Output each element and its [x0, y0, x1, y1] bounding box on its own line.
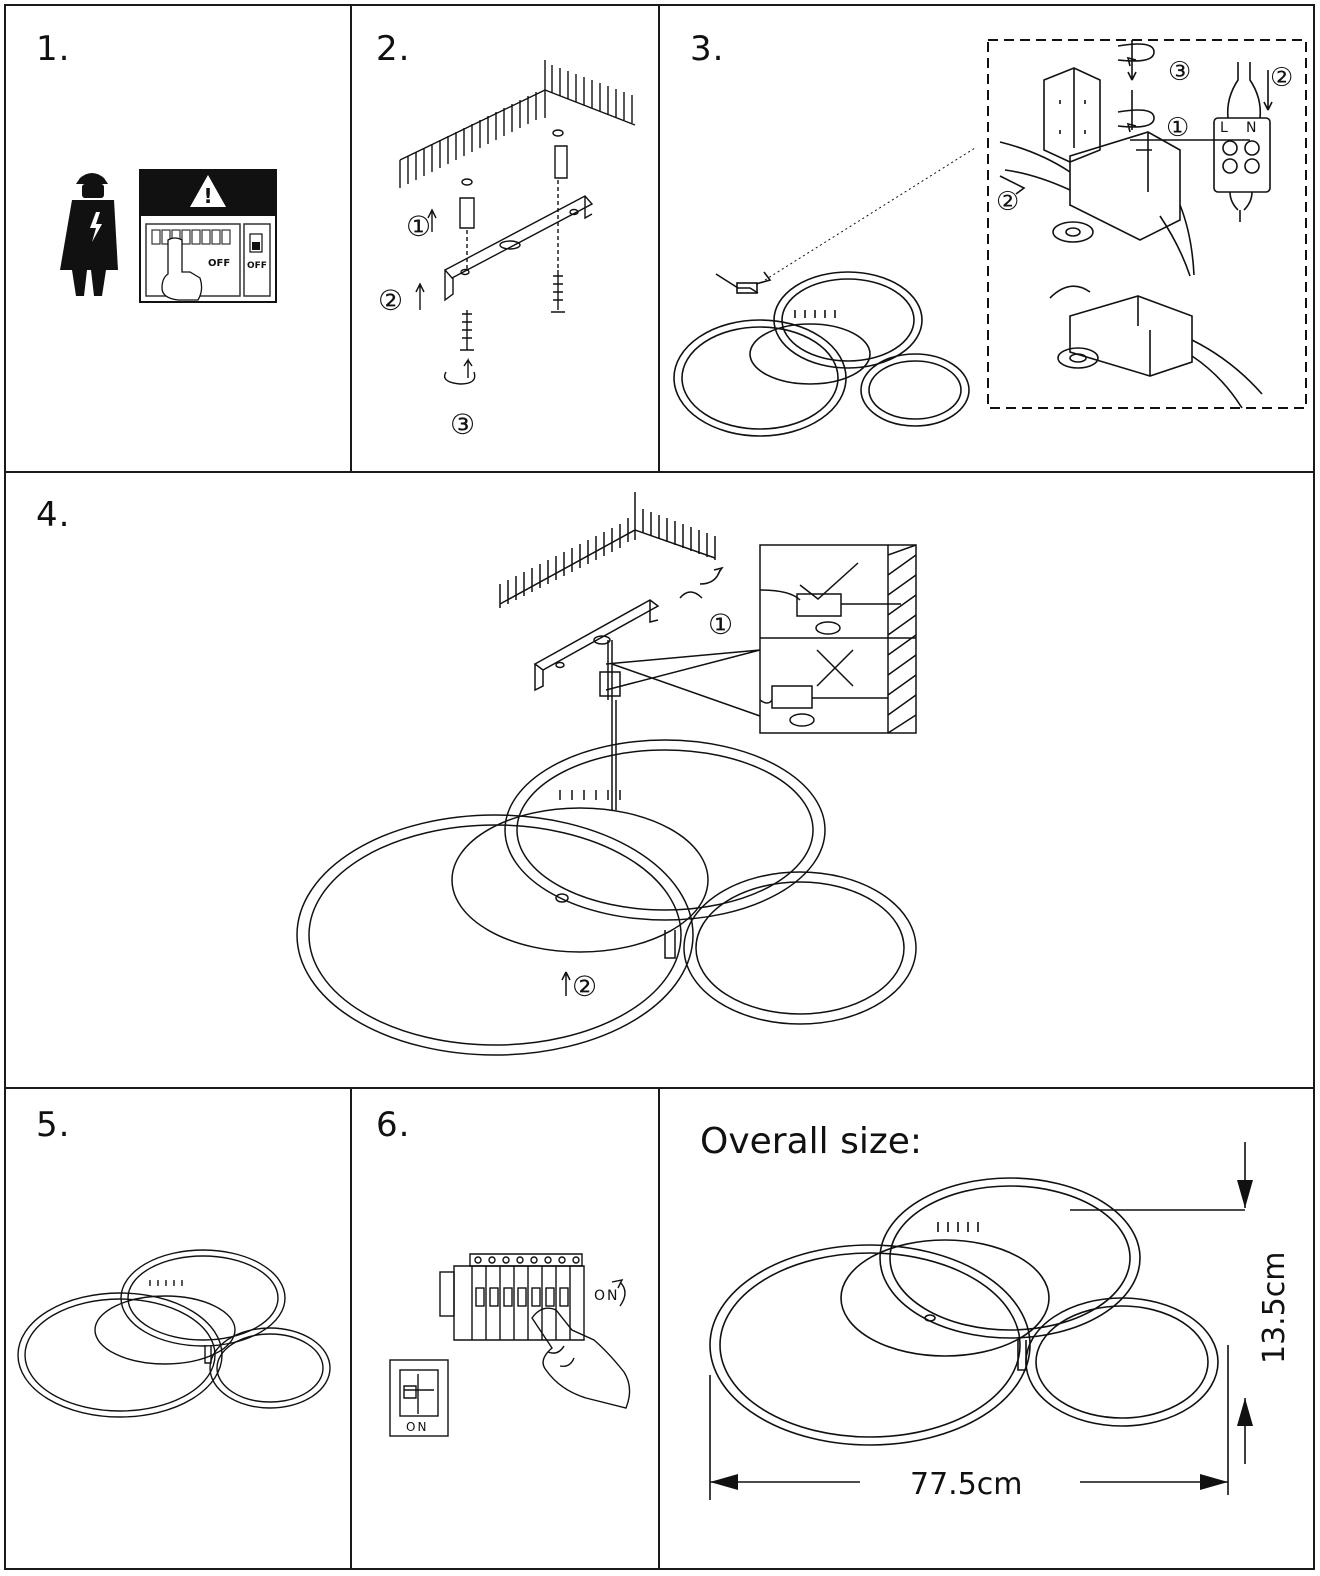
step-3-number: 3.	[690, 29, 725, 69]
step-6-number: 6.	[376, 1105, 411, 1145]
step4-marker-1: ①	[708, 608, 733, 641]
overall-size-title: Overall size:	[700, 1121, 923, 1162]
col-divider-bottom-2	[658, 1088, 660, 1570]
row-divider-1	[4, 471, 1315, 473]
switch-off-label: OFF	[247, 261, 267, 271]
overall-width-dimension: 77.5cm	[910, 1467, 1023, 1502]
breaker-on-label: ON	[594, 1288, 620, 1304]
step2-marker-3: ③	[450, 408, 475, 441]
step2-marker-2: ②	[378, 284, 403, 317]
step3-marker-1: ①	[1166, 113, 1189, 143]
step3-marker-3: ③	[1168, 57, 1191, 87]
step3-marker-2-cable: ②	[996, 187, 1019, 217]
step3-marker-2-terminal: ②	[1270, 63, 1293, 93]
col-divider-bottom-1	[350, 1088, 352, 1570]
svg-text:!: !	[203, 184, 212, 208]
overall-height-dimension: 13.5cm	[1257, 1251, 1292, 1364]
step-5-number: 5.	[36, 1105, 71, 1145]
step-2-number: 2.	[376, 29, 411, 69]
step-1-number: 1.	[36, 29, 71, 69]
warning-icon	[190, 175, 226, 207]
hand-icon	[531, 1307, 631, 1409]
hand-icon	[161, 237, 203, 301]
terminal-n-label: N	[1246, 120, 1256, 136]
terminal-l-label: L	[1220, 120, 1228, 136]
switch-on-label: ON	[406, 1420, 428, 1434]
col-divider-top-1	[350, 4, 352, 472]
col-divider-top-2	[658, 4, 660, 472]
step2-marker-1: ①	[406, 210, 431, 243]
step-4-number: 4.	[36, 495, 71, 535]
breaker-off-label: OFF	[208, 258, 230, 269]
step4-marker-2: ②	[572, 970, 597, 1003]
